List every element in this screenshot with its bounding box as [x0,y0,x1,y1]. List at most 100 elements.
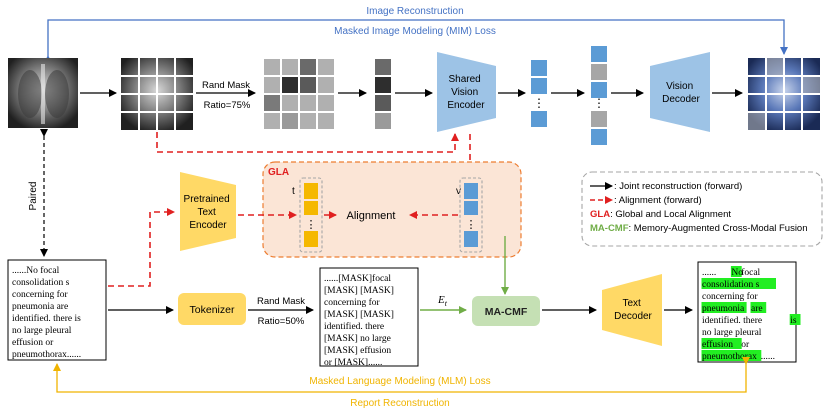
report-line-6: no large pleural [12,326,72,336]
masked-report-box [319,267,419,367]
svg-text:GLA: Global and Local Alignmen: GLA: Global and Local Alignment [590,209,731,220]
svg-text:Shared Vision Encoder: Shared Vision Encoder [447,74,485,111]
text-token-column [299,177,323,253]
macmf-box [472,296,540,326]
encoded-visible-tokens [531,60,547,127]
vision-token-column [459,177,483,253]
report-line-5: identified. there is [12,313,81,324]
output-report-segment: is [790,316,797,326]
highlight-span [750,302,767,313]
svg-text:MA-CMF: Memory-Augmented Cross: MA-CMF: Memory-Augmented Cross-Modal Fus… [590,223,808,234]
masked-line-2: [MASK] [MASK] [324,286,394,296]
highlight-span [701,278,776,289]
legend-box [581,171,823,247]
masked-line-7: [MASK] effusion [324,345,391,356]
highlight-span [701,350,762,361]
patchified-xray [121,58,193,130]
macmf-label: MA-CMF [485,306,528,318]
masked-line-3: concerning for [324,297,380,308]
encoder-label-line-1: Shared [448,74,480,85]
token-ellipsis-2: ⋮ [593,96,605,110]
output-report-segment: ...... [702,268,716,278]
output-report-segment: identified. there [702,315,762,326]
legend-gla-desc: : Global and Local Alignment [610,209,731,220]
highlight-span [789,314,801,325]
highlight-span [730,266,742,277]
masked-patch-grid [262,57,336,131]
report-line-4: pneumonia are [12,302,68,312]
masked-line-8: or [MASK]...... [324,358,382,368]
text-decoder-line-2: Decoder [614,311,652,322]
gla-box [262,161,522,258]
output-report-segment: pneumonia [702,304,745,314]
svg-text:Text Decoder: Text Decoder [614,298,652,322]
text-rand-mask-label: Rand Mask [257,296,305,307]
tokenizer-label: Tokenizer [190,304,235,316]
output-report-segment: are [751,304,763,314]
pretrained-text-encoder [180,172,236,251]
highlight-span [701,302,747,313]
output-report-segment: pneumothorax [702,352,757,362]
text-encoder-line-3: Encoder [189,220,227,231]
report-to-text-encoder-arrow [108,208,175,287]
tokenizer-box [178,293,246,325]
legend-alignment-label: : Alignment (forward) [614,195,702,206]
masked-line-6: [MASK] no large [324,334,391,344]
report-reconstruction-loop [53,357,750,393]
reconstructed-xray [748,58,820,130]
image-reconstruction-loop [44,19,788,63]
encoder-label-line-2: Vision [451,87,478,98]
decoder-label-line-2: Decoder [662,94,700,105]
legend-macmf-desc: : Memory-Augmented Cross-Modal Fusion [629,223,808,234]
full-token-sequence [591,46,607,145]
report-line-8: pneumothorax...... [12,350,81,360]
et-label: Et [437,294,448,308]
token-ellipsis-1: ⋮ [533,96,545,110]
encoder-label-line-3: Encoder [447,100,485,111]
svg-text:......No focal consolidati: ......No focal consolidation s concernin… [12,265,83,360]
output-report-segment: ...... [761,352,775,362]
output-report-segment: focal [741,267,760,278]
output-report-segment: effusion [702,339,733,350]
vision-decoder [650,52,710,132]
input-xray-image [8,58,78,128]
shared-vision-encoder [437,52,496,132]
report-line-7: effusion or [12,337,54,348]
svg-text:Vision Decoder: Vision Decoder [662,81,700,105]
legend-joint-label: : Joint reconstruction (forward) [614,181,742,192]
image-rand-mask-label: Rand Mask [202,80,250,91]
mlm-loss-label: Masked Language Modeling (MLM) Loss [309,376,490,387]
output-report-segment: concerning for [702,291,758,302]
masked-line-5: identified. there [324,321,384,332]
report-reconstruction-label: Report Reconstruction [350,398,450,409]
output-report-segment: No [731,268,743,278]
output-report-segment: no large pleural [702,328,762,338]
image-ratio-label: Ratio=75% [204,100,251,111]
visible-patches [373,57,393,131]
highlight-span [701,338,742,349]
report-line-3: concerning for [12,289,68,300]
gla-tag: GLA [268,167,289,178]
text-encoder-line-1: Pretrained [184,194,230,205]
text-ratio-label: Ratio=50% [258,316,305,327]
legend-gla-key: GLA [590,209,610,220]
masked-line-1: ......[MASK]focal [324,273,391,284]
legend-macmf-key: MA-CMF [590,223,629,234]
vision-token-ellipsis: ⋮ [466,219,477,231]
input-report-box [7,259,107,361]
report-line-2: consolidation s [12,278,70,288]
output-report-segment: or [741,340,750,350]
paired-label: Paired [28,182,39,211]
mim-loss-label: Masked Image Modeling (MIM) Loss [334,26,496,37]
text-decoder-line-1: Text [622,298,641,309]
alignment-loop-image [156,132,459,153]
text-token-ellipsis: ⋮ [306,219,317,231]
text-decoder [602,274,662,346]
gla-v-label: v [456,186,461,197]
text-encoder-line-2: Text [197,207,216,218]
svg-text:Pretrained Text Encode: Pretrained Text Encoder [184,194,233,231]
masked-line-4: [MASK] [MASK] [324,310,394,320]
gla-t-label: t [292,186,295,197]
image-reconstruction-label: Image Reconstruction [366,6,463,17]
